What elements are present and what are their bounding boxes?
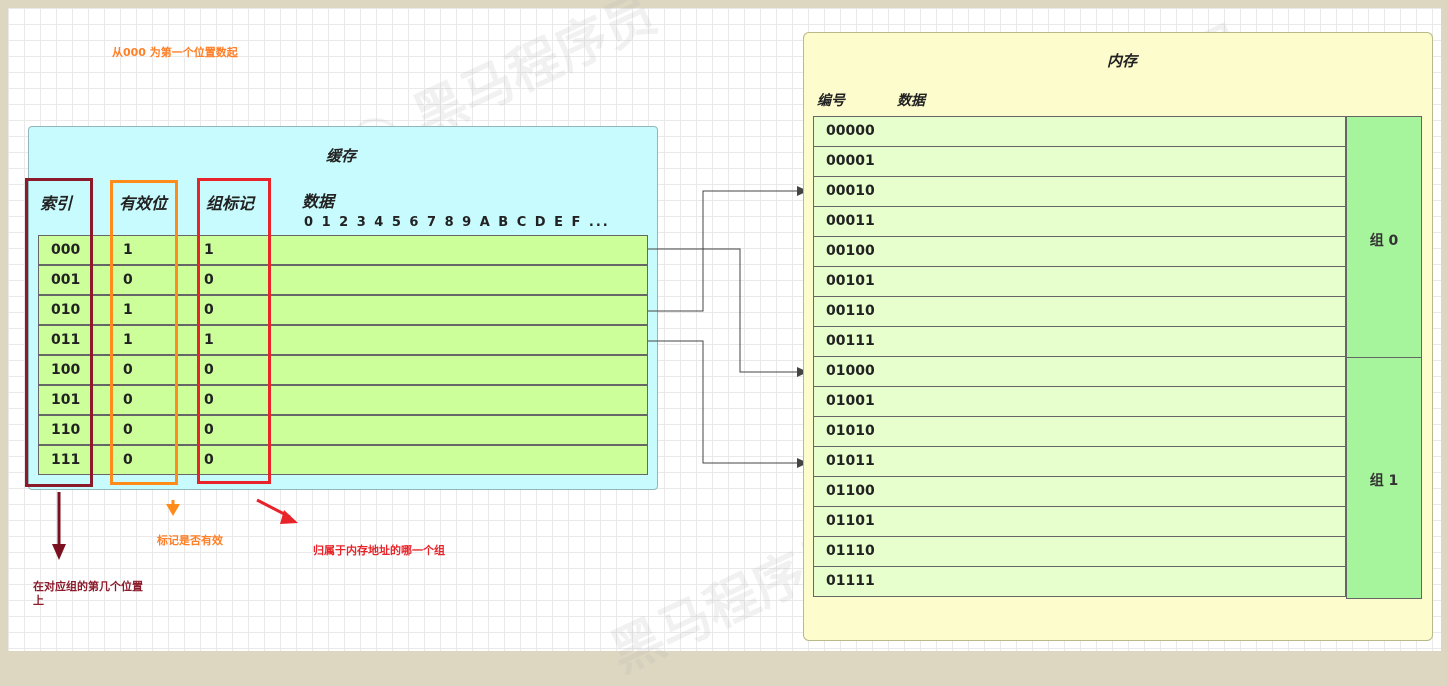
cache-row: 100 0 0 bbox=[38, 355, 648, 385]
cache-row: 001 0 0 bbox=[38, 265, 648, 295]
memory-address-cell: 00001 bbox=[826, 153, 875, 169]
memory-address-cell: 00010 bbox=[826, 183, 875, 199]
header-valid: 有效位 bbox=[119, 194, 168, 213]
memory-address-cell: 00111 bbox=[826, 333, 875, 349]
cache-tag-cell: 0 bbox=[204, 452, 214, 468]
memory-row: 00000 bbox=[813, 116, 1346, 147]
connector-arrow-icon bbox=[648, 190, 798, 464]
cache-index-cell: 110 bbox=[51, 422, 81, 438]
data-column-labels: 0 1 2 3 4 5 6 7 8 9 A B C D E F ... bbox=[304, 215, 610, 230]
cache-title: 缓存 bbox=[326, 147, 357, 165]
memory-row: 00001 bbox=[813, 146, 1346, 177]
annotation-layer bbox=[52, 186, 808, 560]
memory-row: 00011 bbox=[813, 206, 1346, 237]
memory-row: 00010 bbox=[813, 176, 1346, 207]
memory-address-cell: 00100 bbox=[826, 243, 875, 259]
memory-address-cell: 00110 bbox=[826, 303, 875, 319]
group-0: 组 0 bbox=[1346, 116, 1422, 358]
cache-row: 000 1 1 bbox=[38, 235, 648, 265]
cache-valid-cell: 1 bbox=[123, 242, 133, 258]
memory-row: 01011 bbox=[813, 446, 1346, 477]
memory-address-cell: 01000 bbox=[826, 363, 875, 379]
cache-index-cell: 000 bbox=[51, 242, 81, 258]
memory-address-cell: 01001 bbox=[826, 393, 875, 409]
memory-row: 01010 bbox=[813, 416, 1346, 447]
cache-index-cell: 111 bbox=[51, 452, 81, 468]
arrow-right-icon bbox=[256, 498, 298, 524]
cache-tag-cell: 0 bbox=[204, 272, 214, 288]
memory-row: 01001 bbox=[813, 386, 1346, 417]
top-note: 从000 为第一个位置数起 bbox=[112, 46, 238, 59]
cache-tag-cell: 0 bbox=[204, 422, 214, 438]
index-column-frame bbox=[25, 178, 93, 487]
cache-valid-cell: 0 bbox=[123, 422, 133, 438]
tag-column-frame bbox=[197, 178, 271, 484]
memory-row: 00110 bbox=[813, 296, 1346, 327]
memory-address-cell: 00000 bbox=[826, 123, 875, 139]
cache-valid-cell: 0 bbox=[123, 272, 133, 288]
memory-header-data: 数据 bbox=[897, 93, 925, 109]
cache-index-cell: 001 bbox=[51, 272, 81, 288]
memory-title: 内存 bbox=[1107, 52, 1138, 70]
header-tag: 组标记 bbox=[206, 194, 255, 213]
memory-row: 00111 bbox=[813, 326, 1346, 357]
arrow-down-icon bbox=[52, 492, 66, 560]
valid-note: 标记是否有效 bbox=[157, 534, 223, 547]
memory-row: 01111 bbox=[813, 566, 1346, 597]
cache-tag-cell: 0 bbox=[204, 392, 214, 408]
cache-row: 011 1 1 bbox=[38, 325, 648, 355]
memory-row: 01110 bbox=[813, 536, 1346, 567]
cache-index-cell: 101 bbox=[51, 392, 81, 408]
cache-row: 101 0 0 bbox=[38, 385, 648, 415]
arrow-down-icon bbox=[166, 500, 180, 516]
cache-index-cell: 100 bbox=[51, 362, 81, 378]
group-1: 组 1 bbox=[1346, 357, 1422, 599]
memory-address-cell: 01110 bbox=[826, 543, 875, 559]
index-note: 在对应组的第几个位置上 bbox=[33, 580, 143, 607]
memory-header-number: 编号 bbox=[817, 93, 845, 109]
cache-valid-cell: 0 bbox=[123, 392, 133, 408]
cache-index-cell: 010 bbox=[51, 302, 81, 318]
memory-row: 00101 bbox=[813, 266, 1346, 297]
memory-address-cell: 01100 bbox=[826, 483, 875, 499]
memory-row: 00100 bbox=[813, 236, 1346, 267]
cache-index-cell: 011 bbox=[51, 332, 81, 348]
cache-tag-cell: 1 bbox=[204, 242, 214, 258]
memory-row: 01101 bbox=[813, 506, 1346, 537]
memory-row: 01100 bbox=[813, 476, 1346, 507]
cache-tag-cell: 0 bbox=[204, 362, 214, 378]
memory-address-cell: 01111 bbox=[826, 573, 875, 589]
valid-column-frame bbox=[110, 180, 178, 485]
cache-valid-cell: 0 bbox=[123, 362, 133, 378]
memory-row: 01000 bbox=[813, 356, 1346, 387]
memory-address-cell: 01011 bbox=[826, 453, 875, 469]
tag-note: 归属于内存地址的哪一个组 bbox=[313, 544, 445, 557]
header-data: 数据 bbox=[302, 192, 335, 211]
memory-address-cell: 00101 bbox=[826, 273, 875, 289]
cache-tag-cell: 1 bbox=[204, 332, 214, 348]
header-index: 索引 bbox=[40, 194, 73, 213]
memory-address-cell: 00011 bbox=[826, 213, 875, 229]
cache-tag-cell: 0 bbox=[204, 302, 214, 318]
memory-address-cell: 01010 bbox=[826, 423, 875, 439]
cache-row: 110 0 0 bbox=[38, 415, 648, 445]
cache-valid-cell: 0 bbox=[123, 452, 133, 468]
group-1-label: 组 1 bbox=[1369, 473, 1399, 489]
cache-row: 111 0 0 bbox=[38, 445, 648, 475]
group-0-label: 组 0 bbox=[1369, 233, 1399, 249]
cache-valid-cell: 1 bbox=[123, 332, 133, 348]
cache-valid-cell: 1 bbox=[123, 302, 133, 318]
memory-address-cell: 01101 bbox=[826, 513, 875, 529]
